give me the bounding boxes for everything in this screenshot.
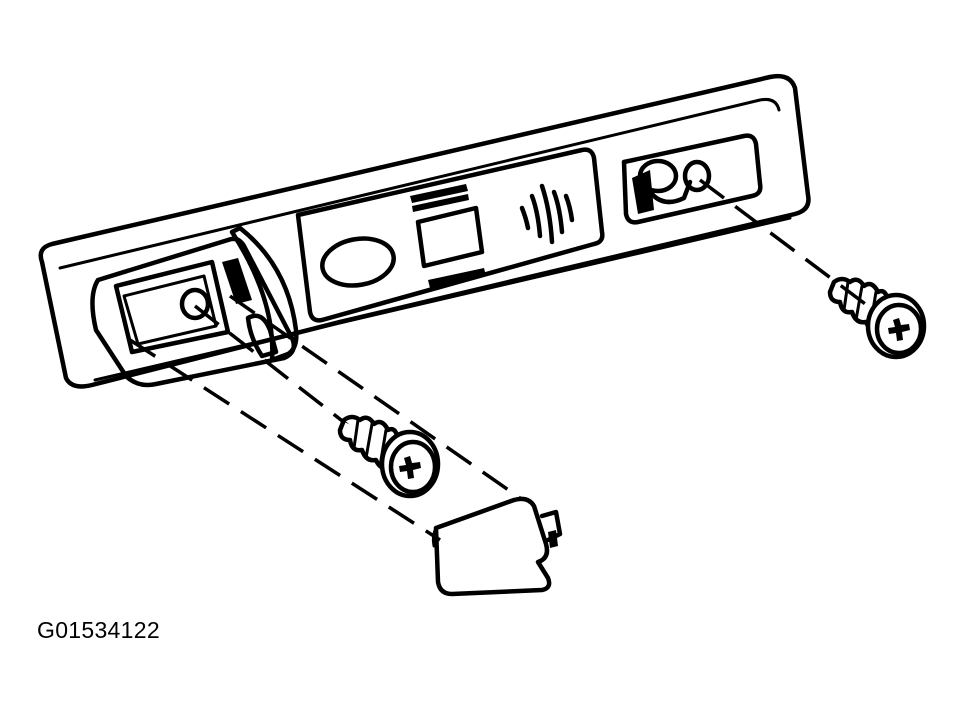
cover-cap-icon: [431, 496, 563, 597]
left-hinge-tab: [222, 225, 299, 363]
console-housing: [38, 73, 811, 389]
screw-icon: [337, 414, 441, 499]
alignment-leaders: [129, 178, 902, 542]
display-panel: [295, 147, 605, 323]
screw-icon: [827, 276, 927, 360]
figure-code-label: G01534122: [37, 617, 160, 643]
right-screw-recess: [621, 133, 763, 225]
left-screw-recess: [90, 236, 296, 388]
